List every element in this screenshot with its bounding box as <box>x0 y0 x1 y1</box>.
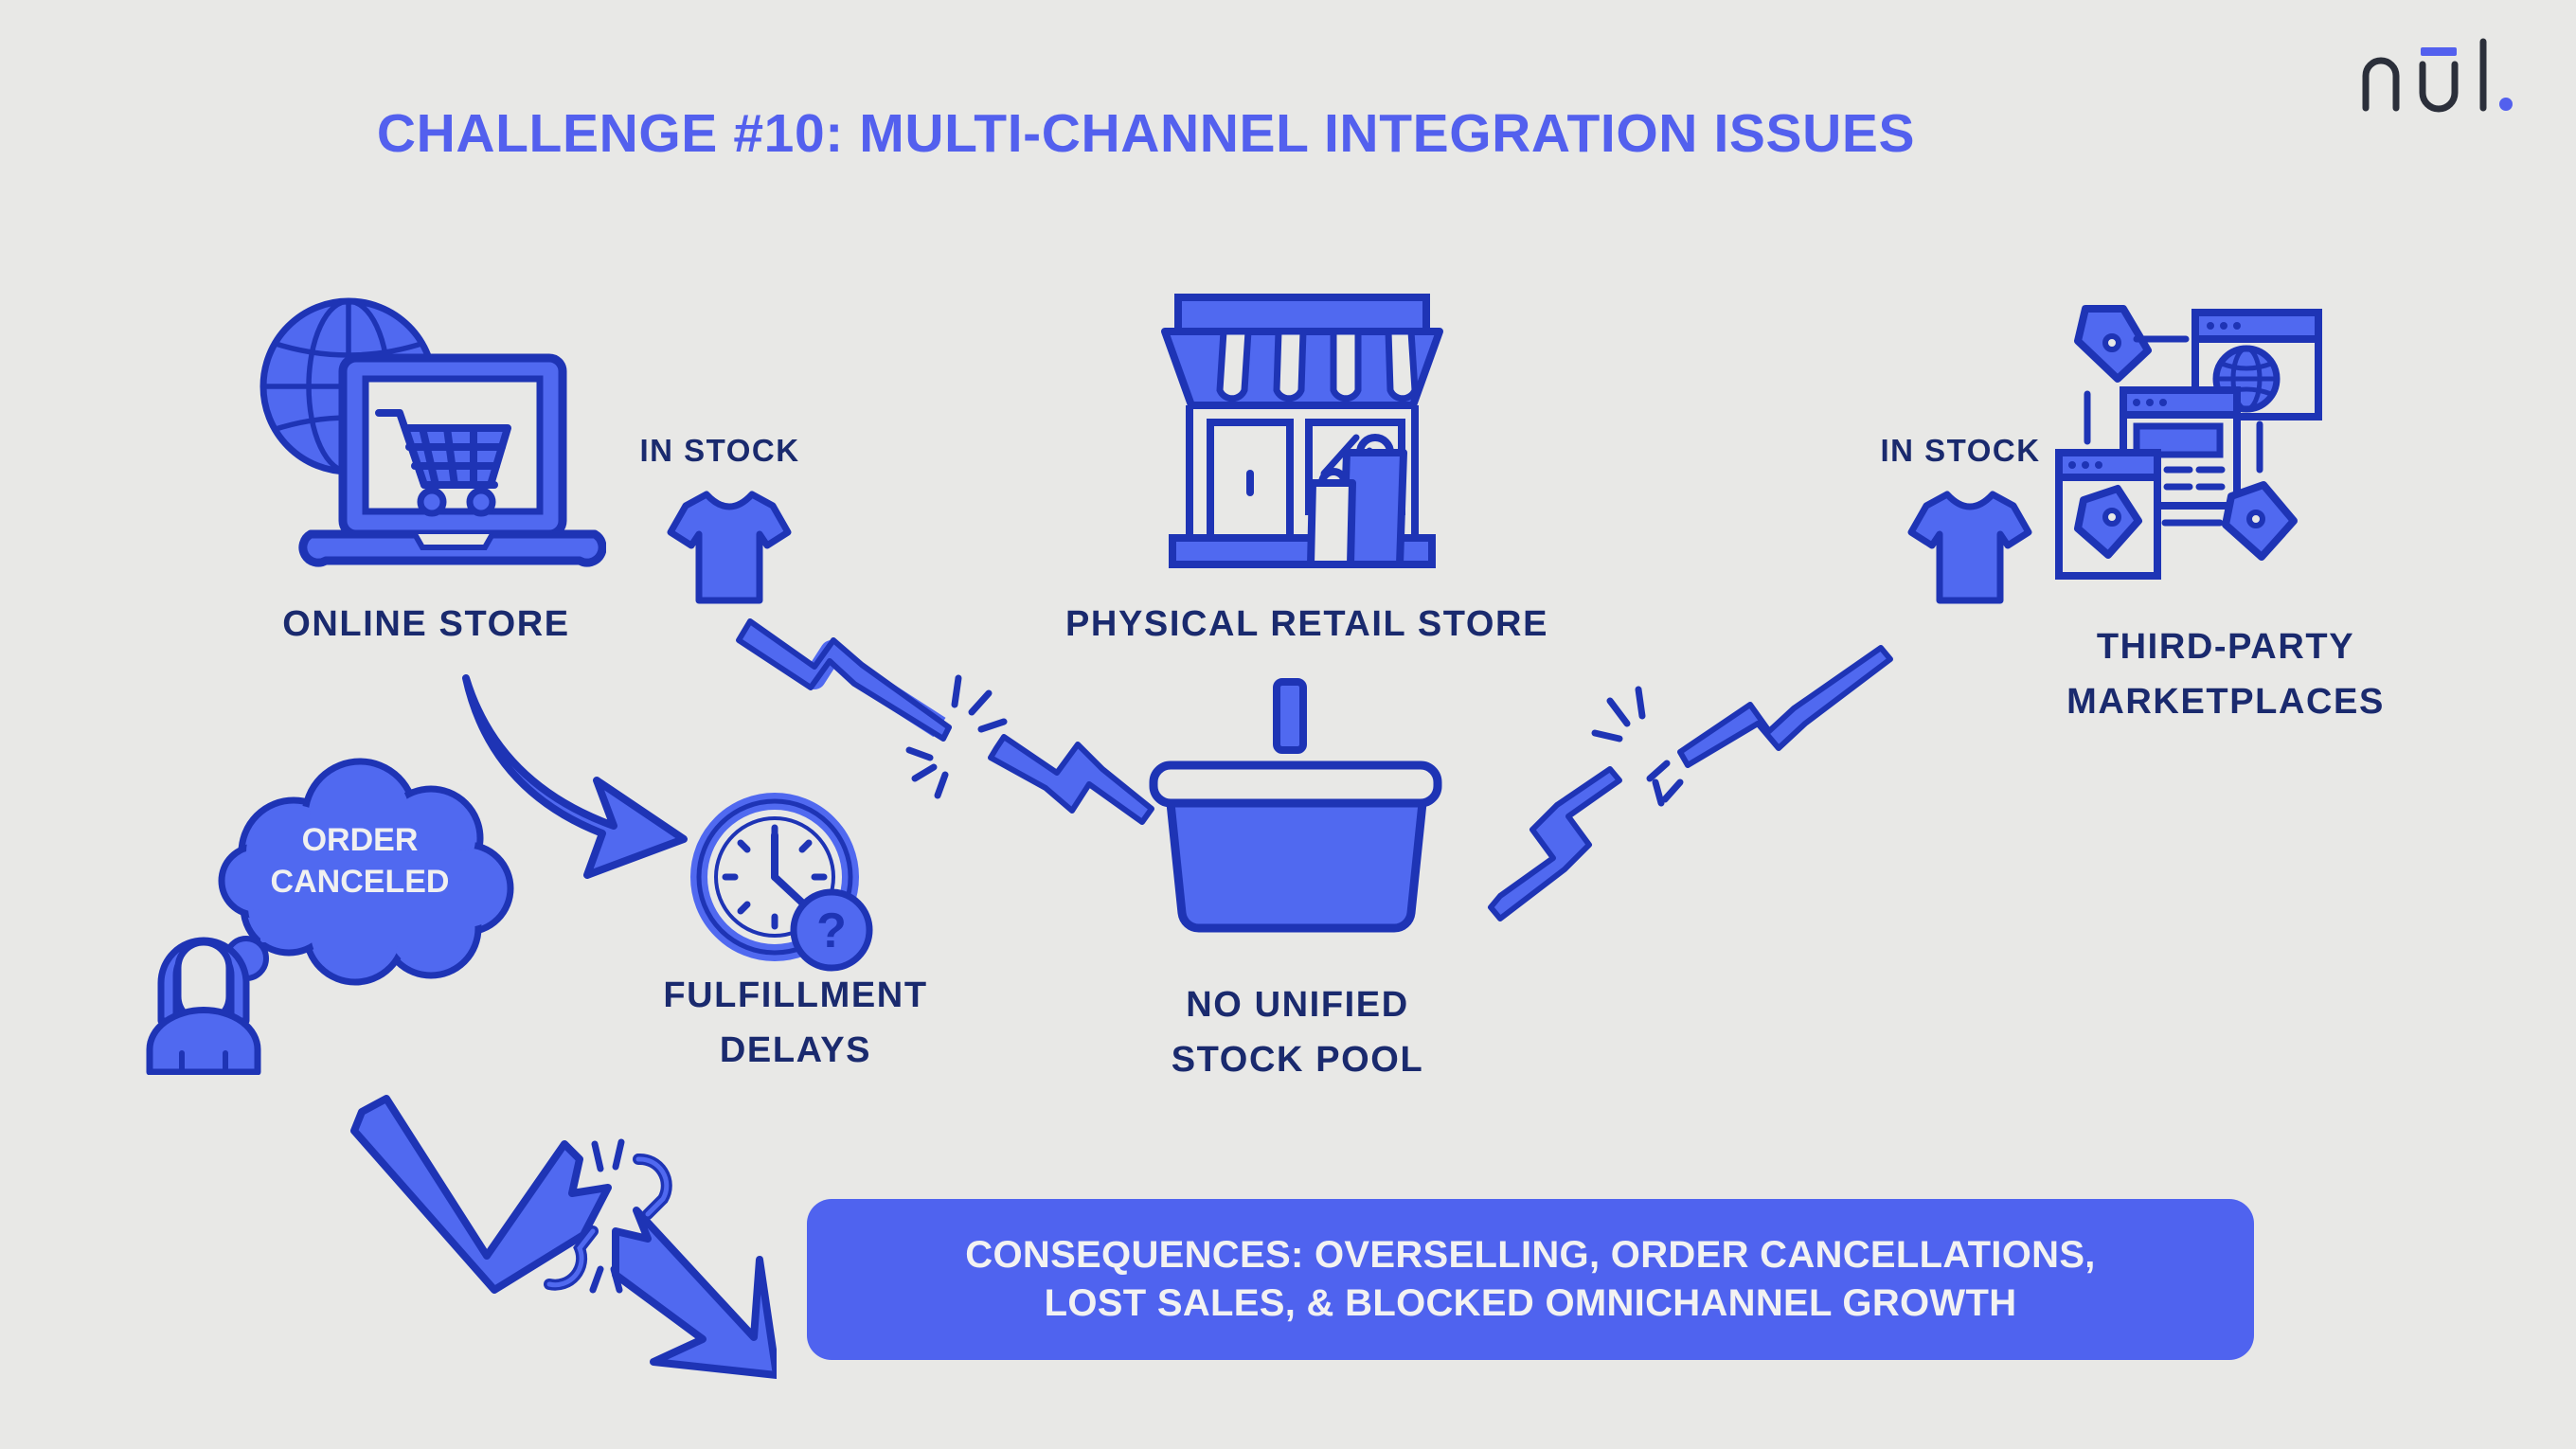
consequences-banner: CONSEQUENCES: OVERSELLING, ORDER CANCELL… <box>807 1199 2254 1360</box>
stock-pool-label-line2: STOCK POOL <box>1171 1040 1424 1080</box>
curved-arrow-icon <box>462 674 688 879</box>
fulfillment-label-line1: FULFILLMENT <box>663 975 928 1015</box>
thought-line-1: ORDER <box>302 822 419 858</box>
logo-macron-icon <box>2421 47 2457 56</box>
fulfillment-label-line2: DELAYS <box>719 1030 872 1070</box>
third-party-label-line2: MARKETPLACES <box>2066 682 2385 722</box>
physical-store-label: PHYSICAL RETAIL STORE <box>1064 604 1549 644</box>
consequences-text: CONSEQUENCES: OVERSELLING, ORDER CANCELL… <box>965 1231 2095 1328</box>
online-store-label: ONLINE STORE <box>282 604 570 644</box>
clock-question-icon: ? <box>690 793 873 972</box>
stock-bin-icon <box>1149 678 1442 933</box>
tshirt-icon-left <box>667 491 792 604</box>
broken-zigzag-right <box>1488 645 1893 921</box>
broken-chain-down-arrow-icon <box>350 1095 777 1379</box>
page-title: CHALLENGE #10: MULTI-CHANNEL INTEGRATION… <box>376 103 1916 164</box>
browser-windows-tags-icon <box>2055 305 2322 580</box>
consequences-line-2: LOST SALES, & BLOCKED OMNICHANNEL GROWTH <box>1044 1282 2017 1324</box>
storefront-icon <box>1161 294 1443 568</box>
in-stock-label-left: IN STOCK <box>639 433 800 468</box>
thought-line-2: CANCELED <box>271 864 450 900</box>
broken-zigzag-left <box>736 618 1154 825</box>
consequences-line-1: CONSEQUENCES: OVERSELLING, ORDER CANCELL… <box>965 1233 2096 1276</box>
third-party-label-line1: THIRD-PARTY <box>2096 627 2355 667</box>
tshirt-icon-right <box>1907 491 2032 604</box>
globe-laptop-cart-icon <box>259 297 606 567</box>
nul-logo <box>2362 38 2513 113</box>
question-mark-glyph: ? <box>816 903 847 958</box>
person-icon <box>146 937 261 1075</box>
stock-pool-label-line1: NO UNIFIED <box>1186 985 1409 1025</box>
in-stock-label-right: IN STOCK <box>1880 433 2041 468</box>
logo-dot-icon <box>2499 98 2513 111</box>
